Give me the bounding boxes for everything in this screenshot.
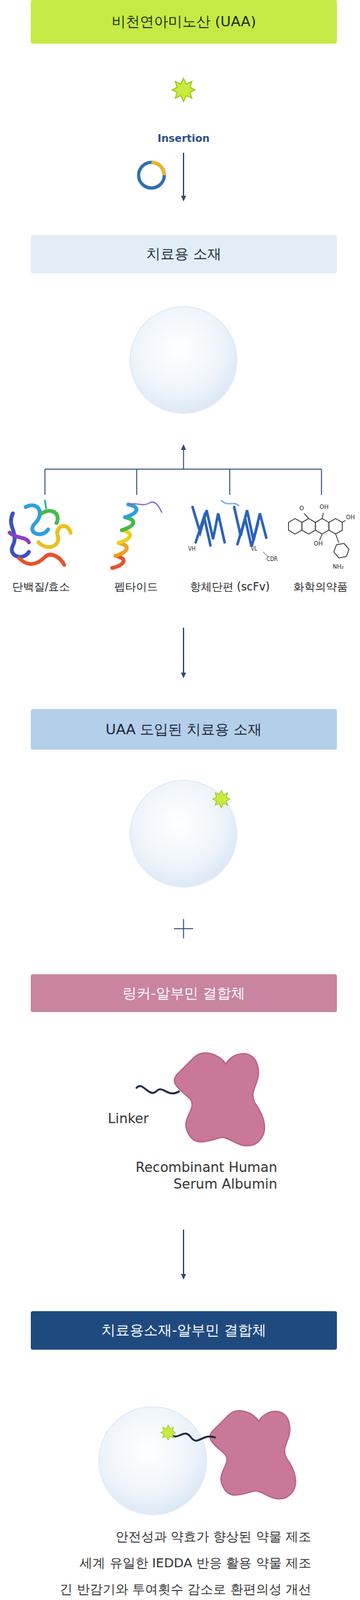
arrow [182, 627, 185, 676]
band-text: 치료용소재-알부민 결합체 [101, 1320, 267, 1340]
note-text: 긴 반감기와 투여횟수 감소로 환편의성 개선 [59, 1581, 312, 1598]
band-text: UAA 도입된 치료용 소재 [105, 720, 263, 740]
part-label: Recombinant Human Serum Albumin [128, 1158, 278, 1193]
protein-image [9, 500, 71, 565]
material-circle [98, 1406, 207, 1515]
domain-label: CDR [265, 557, 278, 563]
title-band: 비천연아미노산 (UAA) [30, 0, 337, 44]
item-label: 펩타이드 [114, 580, 158, 594]
item-label: 단백질/효소 [12, 580, 71, 594]
arrow [182, 152, 185, 199]
plasmid-ring [138, 162, 165, 189]
uaa-star [160, 1424, 176, 1440]
part-label: Linker [107, 1110, 149, 1127]
title-band: 치료용 소재 [30, 234, 337, 274]
title-band: 링커-알부민 결합체 [30, 974, 337, 1012]
atom-label: OH [313, 540, 324, 547]
uaa-star [213, 790, 231, 808]
plus-sign [173, 918, 194, 939]
note-text: 세계 유일한 IEDDA 반응 활용 약물 제조 [79, 1554, 312, 1571]
atom-label: O [298, 505, 305, 512]
peptide-image [112, 501, 162, 568]
title-band: UAA 도입된 치료용 소재 [30, 709, 337, 750]
chemical-image [288, 512, 351, 561]
atom-label: NH₂ [331, 564, 344, 570]
note-text: 안전성과 약효가 향상된 약물 제조 [115, 1528, 312, 1545]
tree-lines [44, 446, 322, 495]
albumin-blob [169, 1410, 296, 1500]
item-label: 화학의약품 [293, 580, 348, 594]
band-text: 비천연아미노산 (UAA) [111, 12, 257, 32]
band-text: 링커-알부민 결합체 [122, 983, 246, 1003]
band-text: 치료용 소재 [146, 244, 222, 264]
uaa-star [171, 78, 196, 102]
arrow-label: Insertion [157, 132, 210, 146]
material-circle [130, 306, 237, 414]
atom-label: OH [345, 514, 356, 521]
arrow [182, 1229, 185, 1278]
material-circle [130, 780, 237, 887]
title-band: 치료용소재-알부민 결합체 [30, 1311, 337, 1350]
atom-label: OH [318, 504, 330, 511]
albumin-blob [136, 1053, 265, 1147]
domain-label: VL [250, 546, 258, 552]
scfv-image [192, 500, 270, 559]
item-label: 항체단편 (scFv) [189, 580, 271, 594]
domain-label: VH [187, 546, 197, 552]
